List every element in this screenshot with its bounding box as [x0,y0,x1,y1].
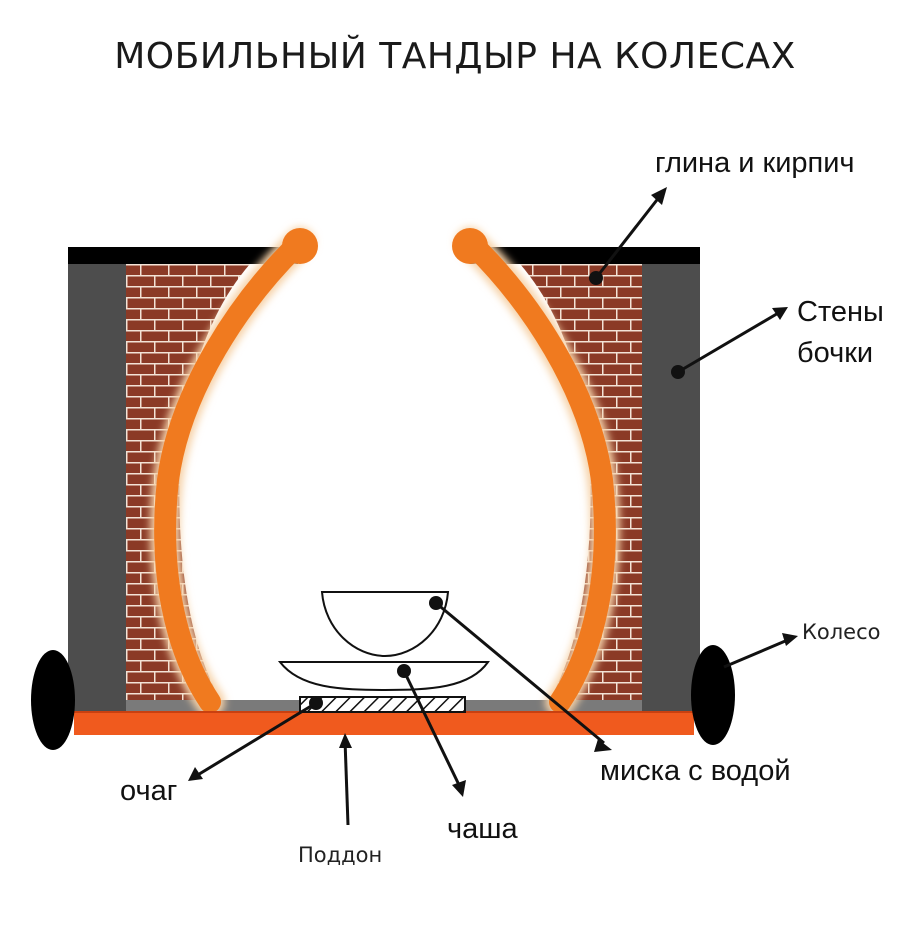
wheel-right [691,645,735,745]
barrel-lid-right [470,247,700,264]
label-bowl: чаша [447,813,519,845]
label-tray: Поддон [298,843,382,867]
tray [74,711,694,735]
clay-wall-right [459,231,616,713]
label-water-bowl: миска с водой [600,755,791,787]
label-barrel-walls-line2: бочки [797,337,873,369]
label-hearth: очаг [120,775,177,807]
barrel-lid-left [68,247,298,264]
bowl-saucer [277,661,490,692]
water-bowl [320,591,450,658]
leader-lines [195,195,791,826]
barrel-wall-left [68,262,126,712]
clay-wall-left [154,231,311,713]
diagram-title: МОБИЛЬНЫЙ ТАНДЫР НА КОЛЕСАХ [114,35,796,77]
leader-dots [309,271,685,710]
clay-walls [150,227,620,717]
barrel-wall-right [642,262,700,712]
hearth [299,696,466,713]
leader-arrowheads [188,187,798,797]
label-wheel: Колесо [802,620,881,644]
barrel-walls [68,247,700,712]
wheel-left [31,650,75,750]
label-clay-brick: глина и кирпич [655,147,855,179]
label-barrel-walls-line1: Стены [797,296,884,328]
